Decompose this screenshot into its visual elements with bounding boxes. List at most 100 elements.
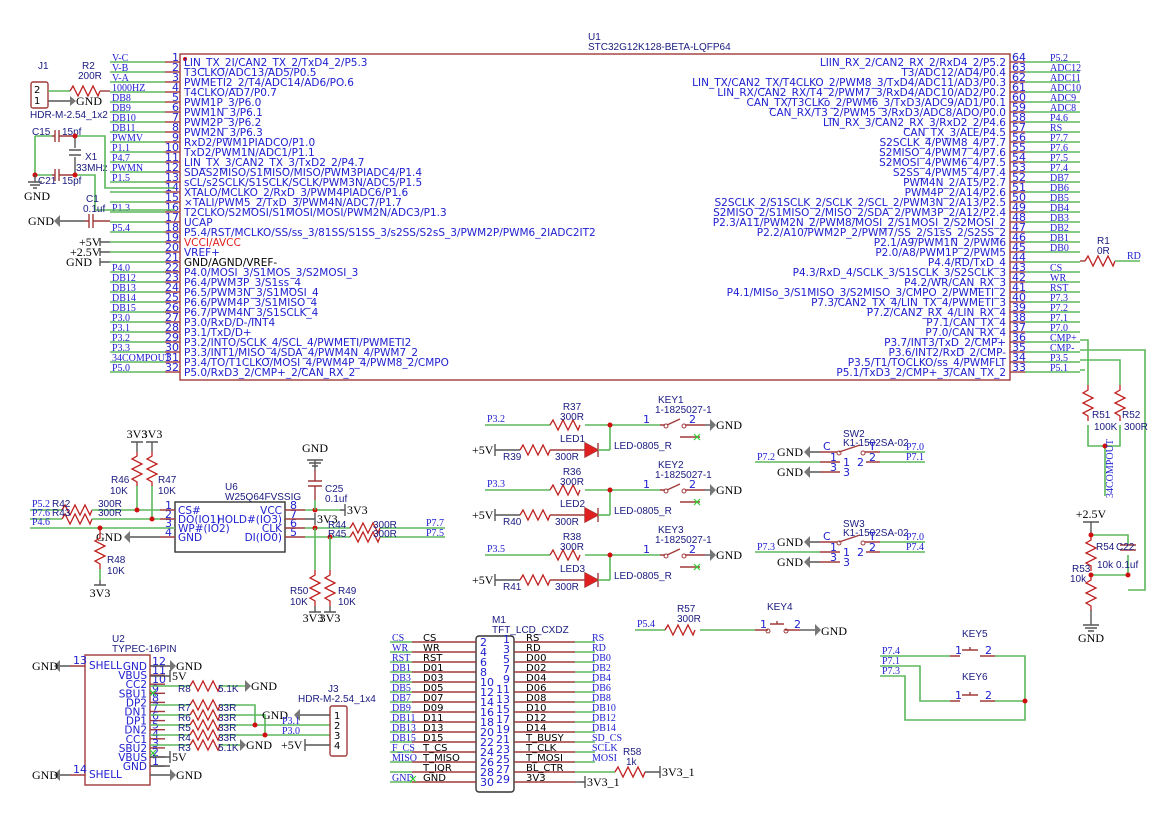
gnd-label: GND (28, 214, 54, 228)
crystal-circuit[interactable]: C15 15pf C21 15pf X1 33MHz GND C1 0.1uf … (24, 127, 175, 269)
u1-pin-62[interactable]: 62LIN_TX/CAN2_TX/T4CLKO_2/PWM8_3/TxD4/AD… (692, 71, 1081, 89)
pin-number: 4 (480, 646, 487, 659)
u1-pin-61[interactable]: 61LIN_RX/CAN2_RX/T4_2/PWM7_3/RxD4/ADC10/… (717, 81, 1081, 99)
u1-pin-47[interactable]: 47P2.2/A10/PWM2P_2/PWM7/SS_2/S1sS_2/S2SS… (757, 221, 1080, 239)
u1-pin-15[interactable]: 15×TALI/PWM5_2/TxD_3/PWM4N/ADC7/P1.7 (110, 191, 402, 209)
u1-pin-49[interactable]: 49S2MISO_2/S1MISO_2/MISO_2/SDA_2/PWM3P_2… (713, 201, 1080, 219)
connector-j3[interactable]: J3 HDR-M-2.54_1x4 1 2 3 4 GND +5V P3.1 P… (262, 684, 376, 757)
connector-j1[interactable]: J1 2 1 HDR-M-2.54_1x2 GND R2 200R (30, 61, 110, 121)
pin-number: 3 (172, 71, 179, 84)
comparator-network[interactable]: R51 R52 100K 300R 34COMPOUT +2.5V R54 C2… (1070, 339, 1148, 645)
u1-pin-41[interactable]: 41P4.1/MISo_3/S1MISO_3/S2MISO_3/CMPO_2/P… (727, 281, 1080, 299)
u1-pin-60[interactable]: 60CAN_TX/T3CLKo_2/PWM6_3/TxD3/ADC9/AD1/P… (747, 91, 1080, 109)
u1-pin-48[interactable]: 48P2.3/A11/PWM2N_2/PWM8/MOSI_2/S1MOSI_2/… (713, 211, 1080, 229)
pin-name: T3CLKO/ADC13/AD5/P0.5 (183, 67, 316, 79)
u1-pin-50[interactable]: 50S2SCLK_2/S1SCLK_2/SCLK_2/SCL_2/PWM3N_2… (715, 191, 1081, 209)
mcu-u1[interactable]: U1 STC32G12K128-BETA-LQFP64 (179, 32, 1011, 381)
resistor-r1[interactable]: R1 0R RD (1080, 236, 1141, 268)
